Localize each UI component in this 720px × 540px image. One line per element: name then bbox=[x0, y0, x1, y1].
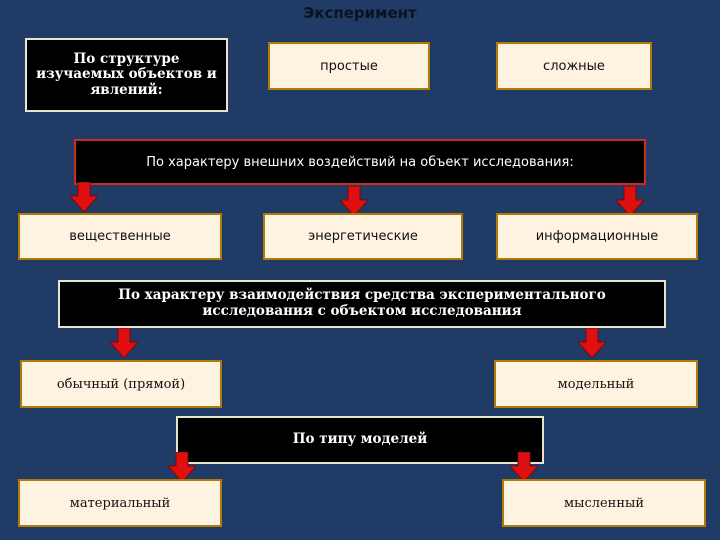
models-label: По типу моделей bbox=[292, 431, 428, 448]
influence-label: По характеру внешних воздействий на объе… bbox=[146, 154, 574, 170]
material-influence-box: вещественные bbox=[18, 213, 222, 260]
mental-model-box: мысленный bbox=[502, 479, 706, 527]
direct-label: обычный (прямой) bbox=[56, 376, 186, 392]
energy-influence-label: энергетические bbox=[308, 229, 418, 244]
energy-influence-box: энергетические bbox=[263, 213, 463, 260]
arrow-down-icon bbox=[168, 452, 196, 482]
arrow-down-icon bbox=[510, 452, 538, 482]
model-label: модельный bbox=[557, 376, 635, 392]
simple-box: простые bbox=[268, 42, 430, 90]
simple-label: простые bbox=[320, 58, 378, 74]
models-label-box: По типу моделей bbox=[176, 416, 544, 464]
material-model-label: материальный bbox=[69, 495, 171, 511]
arrow-down-icon bbox=[616, 186, 644, 216]
information-influence-box: информационные bbox=[496, 213, 698, 260]
structure-label: По структуре изучаемых объектов и явлени… bbox=[36, 50, 217, 98]
material-influence-label: вещественные bbox=[69, 229, 171, 244]
arrow-down-icon bbox=[340, 186, 368, 216]
page-title: Эксперимент bbox=[303, 4, 417, 22]
arrow-down-icon bbox=[70, 182, 98, 212]
complex-box: сложные bbox=[496, 42, 652, 90]
complex-label: сложные bbox=[543, 58, 605, 74]
direct-box: обычный (прямой) bbox=[20, 360, 222, 408]
arrow-down-icon bbox=[578, 328, 606, 358]
interaction-label: По характеру взаимодействия средства экс… bbox=[118, 287, 606, 319]
mental-model-label: мысленный bbox=[563, 495, 645, 511]
arrow-down-icon bbox=[110, 328, 138, 358]
material-model-box: материальный bbox=[18, 479, 222, 527]
model-box: модельный bbox=[494, 360, 698, 408]
influence-label-box: По характеру внешних воздействий на объе… bbox=[74, 139, 646, 185]
interaction-label-box: По характеру взаимодействия средства экс… bbox=[58, 280, 666, 328]
structure-label-box: По структуре изучаемых объектов и явлени… bbox=[25, 38, 228, 112]
information-influence-label: информационные bbox=[535, 229, 659, 244]
